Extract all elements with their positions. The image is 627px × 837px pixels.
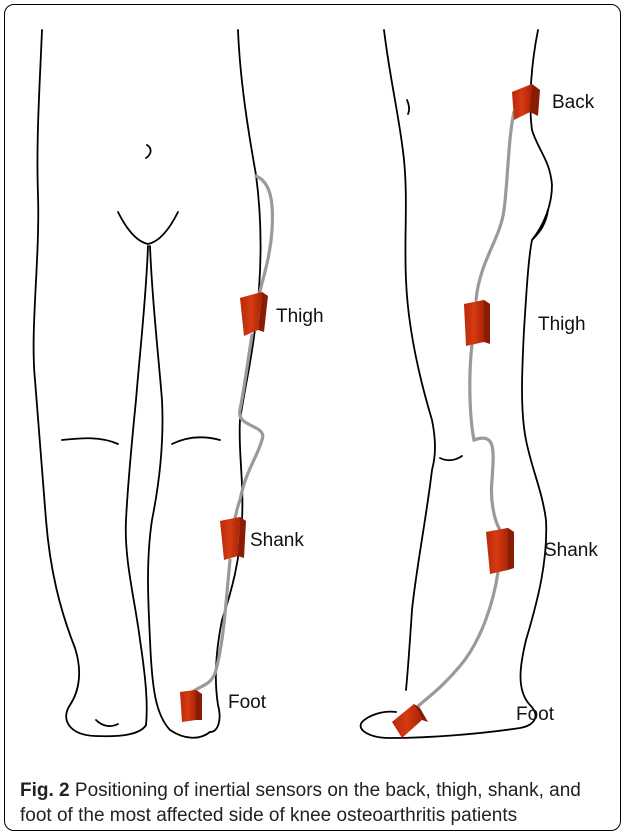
side-shank-label: Shank [544,540,598,561]
front-shank-label: Shank [250,530,304,551]
front-left-knee [172,437,220,444]
side-knee-crease [440,456,462,460]
front-foot-sensor [180,690,202,722]
front-navel [146,145,151,158]
front-right-knee [62,438,118,444]
front-view-figure [34,30,261,738]
figure-illustration: Thigh Shank Foot Back Thigh Shank [0,0,627,752]
figure-number: Fig. 2 [20,780,70,801]
front-thigh-sensor [240,292,268,336]
front-thigh-label: Thigh [276,306,324,327]
side-back-label: Back [552,92,595,113]
side-shank-sensor [486,528,514,574]
side-thigh-sensor [464,300,490,346]
side-foot-sensor [392,704,428,738]
front-right-toes [96,720,118,726]
side-view-figure [361,30,552,738]
front-left-leg-outline [210,30,261,732]
figure-caption: Fig. 2 Positioning of inertial sensors o… [20,778,610,828]
front-right-leg-outline [34,30,146,736]
side-front-outline [384,30,435,690]
side-back-sensor [512,84,540,120]
front-left-inner-leg [148,246,210,738]
side-arm-hint [407,100,409,114]
side-foot-label: Foot [516,704,555,725]
front-shank-sensor [220,517,246,560]
front-crotch [118,212,178,244]
front-right-inner-leg [126,246,148,725]
caption-text: Positioning of inertial sensors on the b… [20,780,581,826]
front-foot-label: Foot [228,692,267,713]
side-back-outline [361,30,552,738]
side-thigh-label: Thigh [538,314,586,335]
